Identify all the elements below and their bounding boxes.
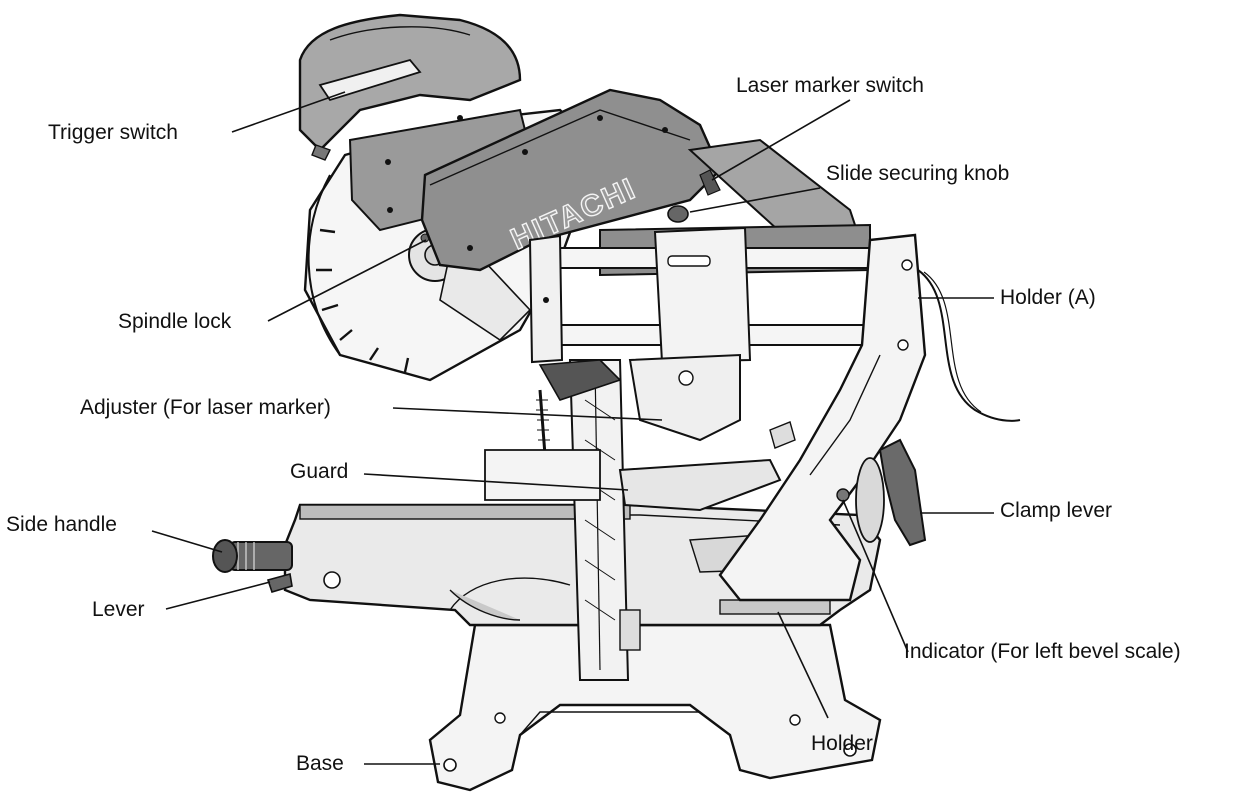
label-indicator: Indicator (For left bevel scale) (904, 640, 1181, 663)
side-handle (212, 539, 293, 593)
holder-a-arm (718, 233, 1021, 602)
leader-spindle-lock (267, 239, 427, 322)
label-trigger-switch: Trigger switch (48, 121, 178, 144)
adjuster-rod (484, 389, 601, 501)
operating-handle (298, 13, 522, 161)
leader-laser-marker-switch (711, 99, 851, 181)
label-spindle-lock: Spindle lock (118, 310, 232, 333)
label-slide-securing-knob: Slide securing knob (826, 162, 1010, 185)
slide-knob-body (667, 205, 689, 223)
label-base: Base (296, 752, 344, 775)
clamp-lever (836, 438, 927, 547)
leader-guard (363, 473, 629, 491)
label-side-handle: Side handle (6, 513, 117, 536)
leader-indicator (842, 499, 909, 653)
label-guard: Guard (290, 460, 349, 483)
label-adjuster: Adjuster (For laser marker) (80, 396, 331, 419)
leader-slide-securing-knob (689, 187, 821, 213)
label-holder: Holder (811, 732, 873, 755)
leader-lever (165, 581, 271, 610)
label-clamp-lever: Clamp lever (1000, 499, 1113, 522)
label-laser-marker-switch: Laser marker switch (736, 74, 924, 97)
leader-holder (777, 611, 829, 719)
leader-trigger-switch (231, 91, 346, 133)
slide-rails (528, 223, 871, 442)
label-lever: Lever (92, 598, 145, 621)
leader-lines (151, 91, 994, 765)
laser-switch-body (699, 169, 721, 196)
leader-side-handle (151, 530, 223, 553)
label-holder-a: Holder (A) (1000, 286, 1096, 309)
fence-guard (568, 359, 782, 681)
leader-adjuster (392, 407, 663, 421)
saw-base (428, 623, 882, 792)
